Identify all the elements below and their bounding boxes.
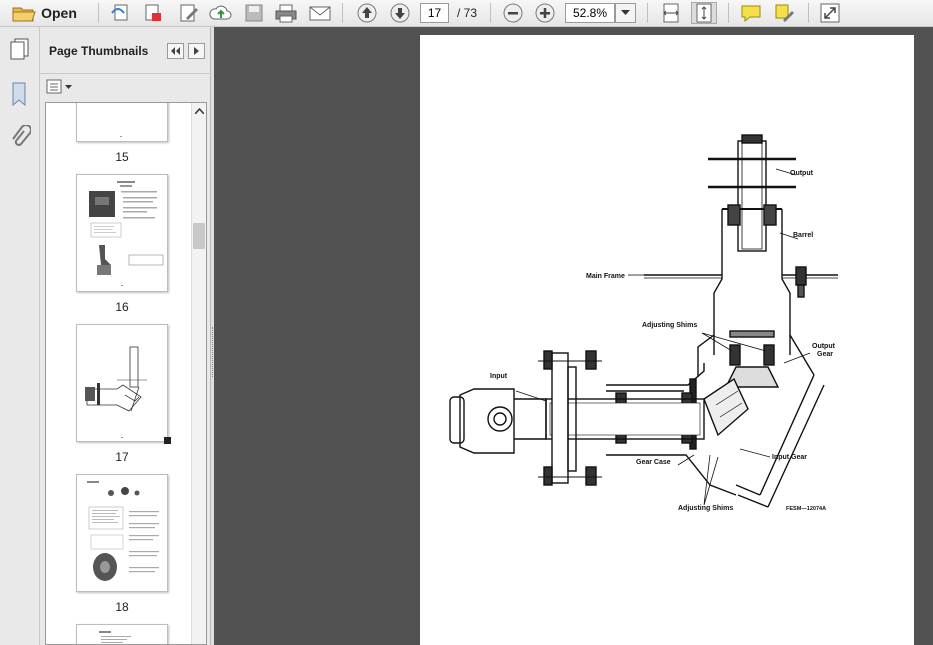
label-input: Input: [490, 373, 508, 380]
thumbnail-preview: [99, 631, 131, 643]
scrollbar-thumb[interactable]: [193, 223, 205, 249]
panel-title: Page Thumbnails: [49, 44, 149, 58]
document-page: Output Barrel Main Frame Adjusting Shims…: [420, 35, 914, 645]
page-number-input[interactable]: 17: [420, 3, 449, 23]
main-toolbar: Open 17 / 73 52.8%: [0, 0, 933, 27]
zoom-dropdown[interactable]: [615, 3, 636, 23]
label-output-gear-line1: Output: [812, 343, 836, 350]
zoom-level-input[interactable]: 52.8%: [565, 3, 615, 23]
thumbnail-page-15[interactable]: [76, 103, 168, 142]
toolbar-separator: [808, 3, 809, 23]
fit-page-icon: [696, 3, 712, 23]
thumbnail-options-button[interactable]: [46, 78, 74, 96]
document-viewer[interactable]: Output Barrel Main Frame Adjusting Shims…: [214, 27, 933, 645]
thumbnail-preview: [87, 481, 159, 581]
chevron-up-icon[interactable]: [195, 108, 204, 114]
label-adjusting-shims-bottom: Adjusting Shims: [678, 505, 733, 512]
thumbnail-label: 18: [115, 600, 129, 614]
attachment-icon[interactable]: [9, 125, 31, 151]
panel-splitter[interactable]: [211, 27, 214, 645]
bookmark-icon[interactable]: [9, 81, 31, 107]
email-icon: [309, 6, 331, 21]
prev-page-button[interactable]: [354, 2, 380, 24]
toolbar-separator: [342, 3, 343, 23]
comment-button[interactable]: [738, 2, 764, 24]
print-icon: [275, 4, 297, 23]
zoom-out-icon: [503, 3, 523, 23]
zoom-in-icon: [535, 3, 555, 23]
toolbar-separator: [98, 3, 99, 23]
open-button[interactable]: Open: [6, 2, 82, 24]
toolbar-separator: [728, 3, 729, 23]
chevron-right-icon: [194, 47, 199, 55]
thumbnail-label: 17: [115, 450, 129, 464]
toolbar-separator: [490, 3, 491, 23]
collapse-panel-button[interactable]: [167, 43, 184, 59]
upload-button[interactable]: [208, 2, 234, 24]
thumbnails-panel: Page Thumbnails 15: [40, 27, 211, 645]
comment-icon: [741, 5, 761, 23]
save-icon: [245, 4, 263, 22]
panel-header: Page Thumbnails: [40, 27, 211, 74]
fit-width-button[interactable]: [658, 2, 684, 24]
label-adjusting-shims-top: Adjusting Shims: [642, 322, 697, 329]
thumbnail-preview: [85, 346, 147, 438]
folder-icon: [12, 7, 36, 22]
toolbar-separator: [647, 3, 648, 23]
zoom-in-button[interactable]: [532, 2, 558, 24]
thumbnail-list[interactable]: 15 16: [45, 102, 207, 645]
edit-icon: [180, 4, 198, 22]
thumbnail-label: 15: [115, 150, 129, 164]
create-pdf-button[interactable]: [108, 2, 134, 24]
gearbox-cross-section-diagram: Output Barrel Main Frame Adjusting Shims…: [449, 134, 838, 512]
navigation-pane-bar: [0, 27, 40, 645]
highlight-button[interactable]: [771, 2, 797, 24]
double-chevron-left-icon: [171, 47, 180, 55]
upload-icon: [209, 5, 232, 20]
expand-button[interactable]: [817, 2, 843, 24]
thumbnail-label: 16: [115, 300, 129, 314]
label-input-gear: Input Gear: [772, 454, 807, 461]
thumbnail-page-19[interactable]: [76, 624, 168, 644]
thumbnail-page-17[interactable]: [76, 324, 168, 442]
prev-page-icon: [357, 3, 377, 23]
thumbnail-page-18[interactable]: [76, 474, 168, 592]
convert-icon: [145, 4, 161, 21]
convert-button[interactable]: [140, 2, 166, 24]
page-count: / 73: [457, 6, 478, 20]
panel-tools: [40, 74, 211, 101]
create-pdf-icon: [111, 4, 128, 21]
thumbnail-scrollbar[interactable]: [191, 103, 206, 644]
thumbnail-page-16[interactable]: [76, 174, 168, 292]
zoom-out-button[interactable]: [500, 2, 526, 24]
chevron-down-icon: [621, 10, 630, 15]
page-thumbnails-icon[interactable]: [9, 37, 31, 61]
thumbnail-preview: [89, 181, 164, 286]
panel-options-button[interactable]: [188, 43, 205, 59]
edit-button[interactable]: [176, 2, 202, 24]
email-button[interactable]: [307, 2, 333, 24]
save-button[interactable]: [242, 2, 266, 24]
fit-page-button[interactable]: [691, 2, 717, 24]
label-output: Output: [790, 170, 814, 177]
options-menu-icon: [46, 79, 72, 94]
highlight-icon: [775, 4, 794, 22]
label-output-gear-line2: Gear: [817, 351, 833, 358]
label-figure-id: FESM—12074A: [786, 506, 826, 512]
next-page-icon: [390, 3, 410, 23]
print-button[interactable]: [273, 2, 299, 24]
fit-width-icon: [663, 3, 679, 23]
selection-marker: [164, 437, 171, 444]
expand-icon: [820, 3, 840, 23]
open-label: Open: [41, 5, 77, 21]
label-gear-case: Gear Case: [636, 459, 671, 466]
next-page-button[interactable]: [387, 2, 413, 24]
label-barrel: Barrel: [793, 232, 813, 239]
label-main-frame: Main Frame: [586, 273, 625, 280]
